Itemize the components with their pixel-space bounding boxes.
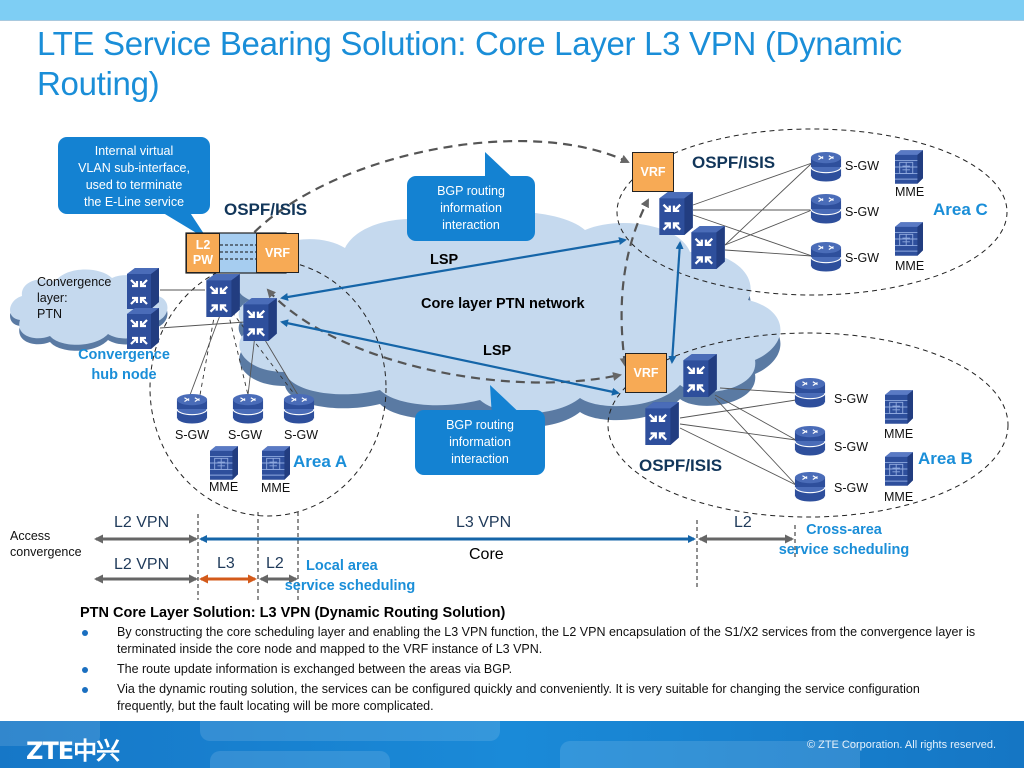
mme-icon (210, 446, 238, 480)
local-area-scheduling-label: Local area service scheduling (284, 558, 416, 594)
mme-icon (895, 150, 923, 184)
area-b-links (679, 387, 797, 486)
summary-bullet: Via the dynamic routing solution, the se… (80, 681, 980, 715)
sgw-label: S-GW (845, 251, 880, 265)
router-hub-1 (205, 272, 241, 318)
convergence-hub-label: Convergence hub node (78, 347, 170, 383)
mme-label: MME (895, 185, 925, 199)
sgw-icon (794, 377, 826, 409)
bgp-path-top (234, 139, 630, 256)
sgw-label: S-GW (834, 440, 869, 454)
l2-bottom-label: L2 (266, 555, 284, 572)
top-banner (0, 0, 1024, 21)
lsp-arrow-top (280, 237, 627, 301)
lsp-label-bottom: LSP (483, 343, 512, 359)
callout-bgp-top-box (407, 176, 535, 241)
callout-vlan-box (58, 137, 210, 214)
cross-area-scheduling-label: Cross-area service scheduling (778, 522, 910, 558)
sgw-label: S-GW (834, 392, 869, 406)
summary-bullet: By constructing the core scheduling laye… (80, 624, 980, 658)
sgw-label: S-GW (834, 481, 869, 495)
router-hub-2 (242, 296, 278, 342)
l3vpn-top-label: L3 VPN (456, 514, 512, 531)
summary-section: PTN Core Layer Solution: L3 VPN (Dynamic… (80, 604, 980, 718)
ospf-label-area-b: OSPF/ISIS (639, 456, 723, 475)
mme-icon (885, 452, 913, 486)
router-convergence-1 (125, 266, 160, 310)
summary-heading: PTN Core Layer Solution: L3 VPN (Dynamic… (80, 605, 506, 621)
l3-bottom-label: L3 (217, 555, 235, 572)
mme-label: MME (261, 481, 291, 495)
router-area-c-2 (690, 224, 726, 270)
sgw-icon (232, 393, 264, 425)
mme-label: MME (209, 480, 239, 494)
callout-bgp-top-text: BGP routing information interaction (437, 184, 505, 232)
mme-icon (885, 390, 913, 424)
lsp-arrow-vertical (668, 241, 684, 364)
access-convergence-label: Access convergence (10, 529, 82, 559)
router-area-b-1 (682, 352, 718, 398)
convergence-layer-label: Convergence layer: PTN (37, 275, 112, 321)
vrf-box-area-b: VRF (625, 353, 667, 393)
area-a-label: Area A (293, 452, 348, 471)
mme-icon (895, 222, 923, 256)
sgw-icon (283, 393, 315, 425)
lsp-label-top: LSP (430, 252, 459, 268)
zte-logo: ZTE中兴 (26, 737, 120, 765)
area-b-boundary (607, 332, 1009, 518)
l2vpn-bottom-label: L2 VPN (114, 556, 170, 573)
sgw-icon (810, 193, 842, 225)
callout-vlan-text: Internal virtual VLAN sub-interface, use… (78, 144, 190, 209)
area-c-label: Area C (933, 200, 988, 219)
sgw-label: S-GW (228, 428, 263, 442)
sgw-label: S-GW (845, 159, 880, 173)
slide-title: LTE Service Bearing Solution: Core Layer… (37, 25, 902, 102)
core-label: Core (469, 546, 504, 563)
router-area-c-1 (658, 190, 694, 236)
sgw-icon (794, 471, 826, 503)
l2-top-label: L2 (734, 514, 752, 531)
sgw-icon (810, 151, 842, 183)
summary-bullet: The route update information is exchange… (80, 661, 980, 678)
area-c-boundary (616, 128, 1008, 296)
sgw-label: S-GW (284, 428, 319, 442)
router-convergence-2 (125, 306, 160, 350)
area-b-label: Area B (918, 449, 973, 468)
footer-bar: ZTE中兴 © ZTE Corporation. All rights rese… (0, 721, 1024, 768)
mme-icon (262, 446, 290, 480)
vrf-box-hub: VRF (256, 233, 299, 273)
area-c-links (692, 162, 813, 257)
sgw-label: S-GW (845, 205, 880, 219)
callout-bgp-bottom-text: BGP routing information interaction (446, 418, 514, 466)
summary-bullets: By constructing the core scheduling laye… (80, 624, 980, 715)
callout-bgp-bottom-box (415, 410, 545, 475)
sgw-label: S-GW (175, 428, 210, 442)
mme-label: MME (884, 427, 914, 441)
mme-label: MME (884, 490, 914, 504)
sgw-icon (176, 393, 208, 425)
l2vpn-top-label: L2 VPN (114, 514, 170, 531)
copyright-text: © ZTE Corporation. All rights reserved. (806, 739, 996, 751)
lsp-arrow-bottom (280, 319, 620, 396)
sgw-icon (794, 425, 826, 457)
core-network-label: Core layer PTN network (421, 296, 585, 312)
vrf-box-area-c: VRF (632, 152, 674, 192)
router-area-b-2 (644, 400, 680, 446)
ospf-label-area-c: OSPF/ISIS (692, 153, 776, 172)
sgw-icon (810, 241, 842, 273)
ospf-label-hub: OSPF/ISIS (224, 200, 308, 219)
mme-label: MME (895, 259, 925, 273)
